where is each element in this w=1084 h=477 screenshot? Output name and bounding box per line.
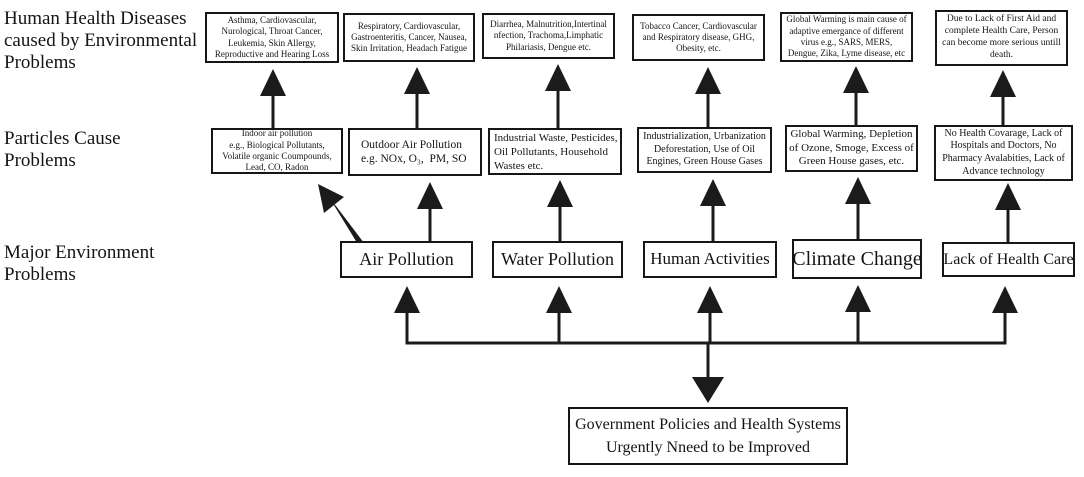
arrow-airpollution-to-outdoor <box>417 182 443 241</box>
cause-box-no-health-coverage: No Health Covarage, Lack of Hospitals an… <box>934 125 1073 181</box>
row-label-diseases: Human Health Diseases caused by Environm… <box>4 8 198 73</box>
bus-line <box>405 341 1007 345</box>
arrow-bus-to-humanactivities <box>697 286 723 343</box>
problem-box-climate-change: Climate Change <box>792 239 922 279</box>
disease-box-water: Diarrhea, Malnutrition,Intertinal nfecti… <box>482 13 615 59</box>
arrow-indoor-to-asthma <box>260 69 286 128</box>
disease-box-human-activities: Tobacco Cancer, Cardiovascular and Respi… <box>632 14 765 61</box>
arrow-bus-to-lackhealthcare <box>992 286 1018 343</box>
cause-box-industrialization: Industrialization, Urbanization Deforest… <box>637 127 772 173</box>
cause-box-indoor-pollution: Indoor air pollution e.g., Biological Po… <box>211 128 343 174</box>
arrow-globalwarming-to-virus <box>843 66 869 125</box>
problem-box-water-pollution: Water Pollution <box>492 241 623 278</box>
arrow-industrial-to-diarrhea <box>545 64 571 128</box>
arrow-bus-to-waterpollution <box>546 286 572 343</box>
problem-box-human-activities: Human Activities <box>643 241 777 278</box>
arrow-bus-to-airpollution <box>394 286 420 343</box>
arrow-bus-to-climatechange <box>845 285 871 343</box>
arrow-bus-to-conclusion <box>692 343 724 403</box>
problem-box-lack-health-care: Lack of Health Care <box>942 242 1075 277</box>
arrow-humanactivities-to-industrialization <box>700 179 726 241</box>
cause-box-industrial-waste: Industrial Waste, Pesticides, Oil Pollut… <box>488 128 622 175</box>
disease-box-climate: Global Warming is main cause of adaptive… <box>780 12 913 62</box>
arrow-lackhealthcare-to-nocoverage <box>995 183 1021 242</box>
arrow-waterpollution-to-industrial <box>547 180 573 241</box>
arrow-airpollution-to-indoor-diagonal <box>318 184 364 246</box>
cause-box-global-warming: Global Warming, Depletion of Ozone, Smog… <box>785 125 918 172</box>
arrow-nocoverage-to-firstaid <box>990 70 1016 125</box>
conclusion-box: Government Policies and Health Systems U… <box>568 407 848 465</box>
disease-box-health-care: Due to Lack of First Aid and complete He… <box>935 10 1068 66</box>
disease-box-air-indoor: Asthma, Cardiovascular, Nurological, Thr… <box>205 12 339 63</box>
problem-box-air-pollution: Air Pollution <box>340 241 473 278</box>
cause-box-outdoor-pollution: Outdoor Air Pollution e.g. NOx, O₃, PM, … <box>348 128 482 176</box>
arrow-industrialization-to-tobacco <box>695 67 721 127</box>
arrow-climatechange-to-ozone <box>845 177 871 239</box>
disease-box-air-outdoor: Respiratory, Cardiovascular, Gastroenter… <box>343 13 475 62</box>
row-label-particles: Particles Cause Problems <box>4 128 121 171</box>
arrow-outdoor-to-respiratory <box>404 67 430 128</box>
row-label-problems: Major Environment Problems <box>4 242 155 285</box>
